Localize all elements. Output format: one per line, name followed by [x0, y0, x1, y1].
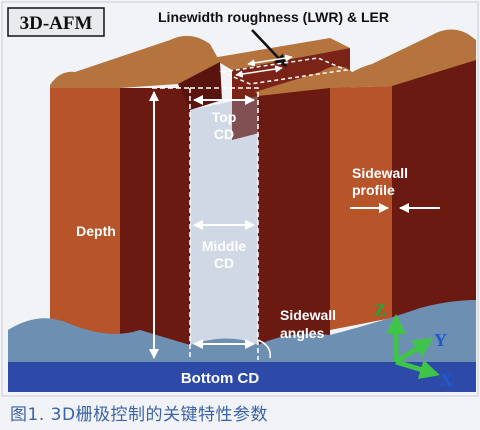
tag-label: 3D-AFM	[20, 13, 93, 34]
figure-frame	[1, 1, 479, 397]
z-axis-label: Z	[374, 300, 386, 320]
top-cd-label-line1: Top	[212, 109, 237, 125]
x-axis-label: X	[440, 370, 453, 390]
sidewall-profile-label-line2: profile	[352, 182, 395, 198]
sidewall-angle-arc	[257, 339, 271, 359]
left-line-top	[50, 35, 220, 88]
lwr-arrow-a	[247, 54, 293, 67]
left-line-front	[50, 88, 120, 352]
ground	[8, 300, 476, 365]
top-cd-label-line2: CD	[214, 126, 234, 142]
base-band	[8, 362, 476, 392]
right-line-sidewall	[392, 60, 476, 318]
figure-caption: 图1. 3D栅极控制的关键特性参数	[10, 405, 269, 425]
sidewall-angles-label-line1: Sidewall	[280, 307, 336, 323]
axis-triad: Z Y X	[374, 300, 453, 390]
lwr-label: Linewidth roughness (LWR) & LER	[158, 9, 389, 25]
sidewall-profile-label-line1: Sidewall	[352, 165, 408, 181]
trench-dashed-outline	[152, 87, 259, 360]
tag-box	[7, 7, 105, 37]
middle-cd-label-line1: Middle	[202, 238, 247, 254]
middle-cd-label-line2: CD	[214, 255, 234, 271]
depth-label: Depth	[76, 223, 116, 239]
lwr-arrow-b	[235, 65, 283, 78]
sidewall-angles-label-line2: angles	[280, 325, 325, 341]
middle-line-sidewall	[258, 88, 330, 360]
y-axis-arrow	[394, 337, 434, 365]
y-axis-label: Y	[434, 330, 447, 350]
x-axis-arrow	[395, 359, 440, 379]
bottom-cd-label: Bottom CD	[181, 370, 259, 387]
